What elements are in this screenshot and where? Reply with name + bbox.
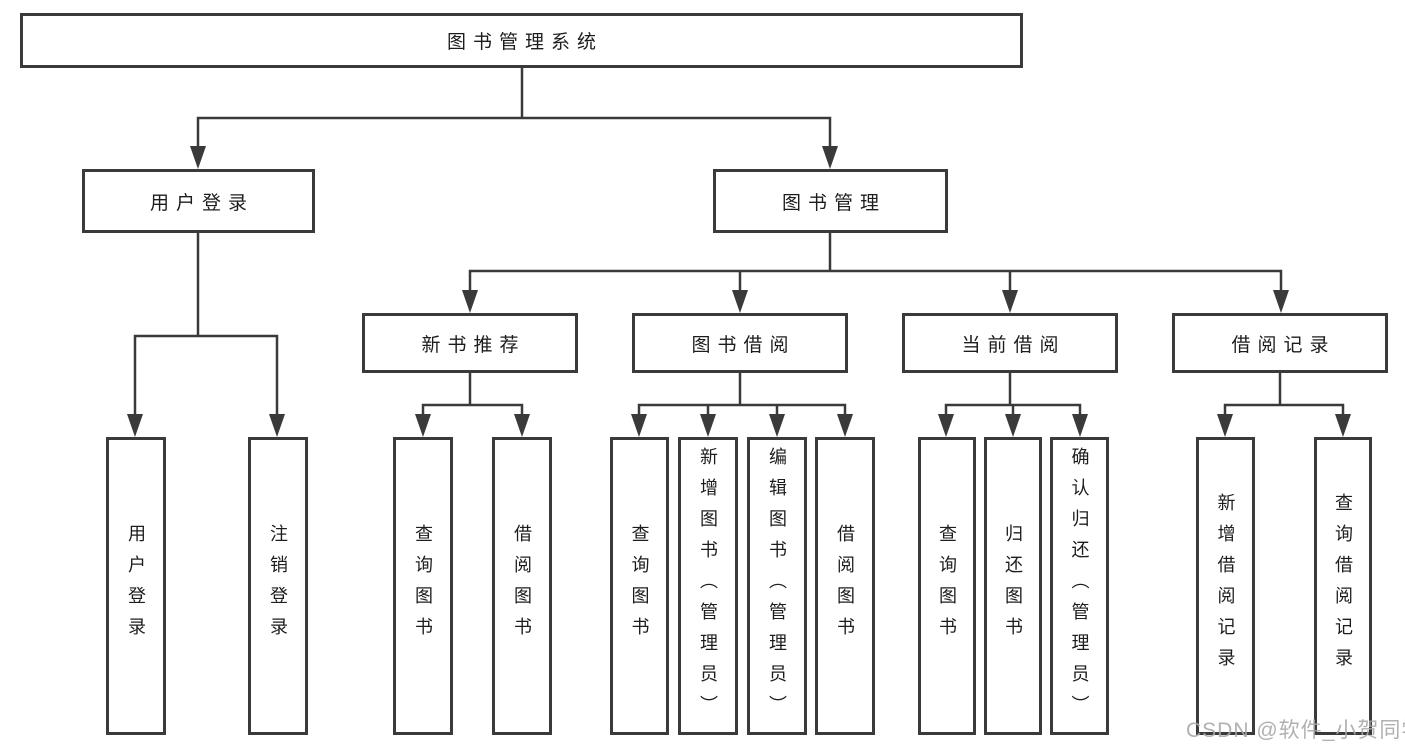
leaf-query-books-borrow: 查询图书 [610,437,669,735]
leaf-query-borrow-record: 查询借阅记录 [1314,437,1372,735]
leaf-query-books-recommend: 查询图书 [393,437,453,735]
node-label: 新增图书（管理员） [698,446,718,726]
watermark: CSDN @软件_小贺同学 [1186,719,1405,742]
node-book-management-branch: 图书管理 [713,169,948,233]
node-new-book-recommend: 新书推荐 [362,313,578,373]
node-label: 查询图书 [937,524,957,648]
node-label: 归还图书 [1003,524,1023,648]
arrowheads [127,146,1351,437]
node-label: 当前借阅 [961,334,1066,356]
node-label: 借阅图书 [512,524,532,648]
node-label: 借阅图书 [835,524,855,648]
node-label: 图书借阅 [691,334,796,356]
edge-records-split [1223,403,1345,418]
edge-newbook-split [421,403,524,418]
leaf-confirm-return-admin: 确认归还（管理员） [1050,437,1109,735]
node-root-system: 图书管理系统 [20,13,1023,68]
leaf-add-books-admin: 新增图书（管理员） [678,437,738,735]
edge-userlogin-split [133,334,279,418]
leaf-borrow-books-recommend: 借阅图书 [492,437,552,735]
edge-bookmgmt-split [468,269,1283,294]
leaf-borrow-books: 借阅图书 [815,437,875,735]
node-user-login-branch: 用户登录 [82,169,315,233]
leaf-logout: 注销登录 [248,437,308,735]
node-borrow-records: 借阅记录 [1172,313,1388,373]
node-current-borrow: 当前借阅 [902,313,1118,373]
node-label: 查询图书 [629,524,650,648]
node-label: 用户登录 [149,192,254,214]
node-label: 查询图书 [413,524,433,648]
leaf-edit-books-admin: 编辑图书（管理员） [747,437,807,735]
node-label: 图书管理 [781,192,886,214]
node-label: 用户登录 [126,524,146,648]
edge-root-split [196,116,832,150]
node-label: 图书管理系统 [446,32,603,53]
node-book-borrow: 图书借阅 [632,313,848,373]
edge-borrow-split [637,403,847,418]
node-label: 注销登录 [268,524,288,648]
leaf-return-books: 归还图书 [984,437,1042,735]
leaf-query-books-current: 查询图书 [918,437,976,735]
leaf-user-login: 用户登录 [106,437,166,735]
node-label: 借阅记录 [1231,334,1336,356]
node-label: 确认归还（管理员） [1069,446,1090,726]
node-label: 编辑图书（管理员） [767,446,787,726]
node-label: 新增借阅记录 [1215,493,1236,679]
leaf-add-borrow-record: 新增借阅记录 [1196,437,1255,735]
node-label: 新书推荐 [421,334,526,356]
node-label: 查询借阅记录 [1333,493,1353,679]
